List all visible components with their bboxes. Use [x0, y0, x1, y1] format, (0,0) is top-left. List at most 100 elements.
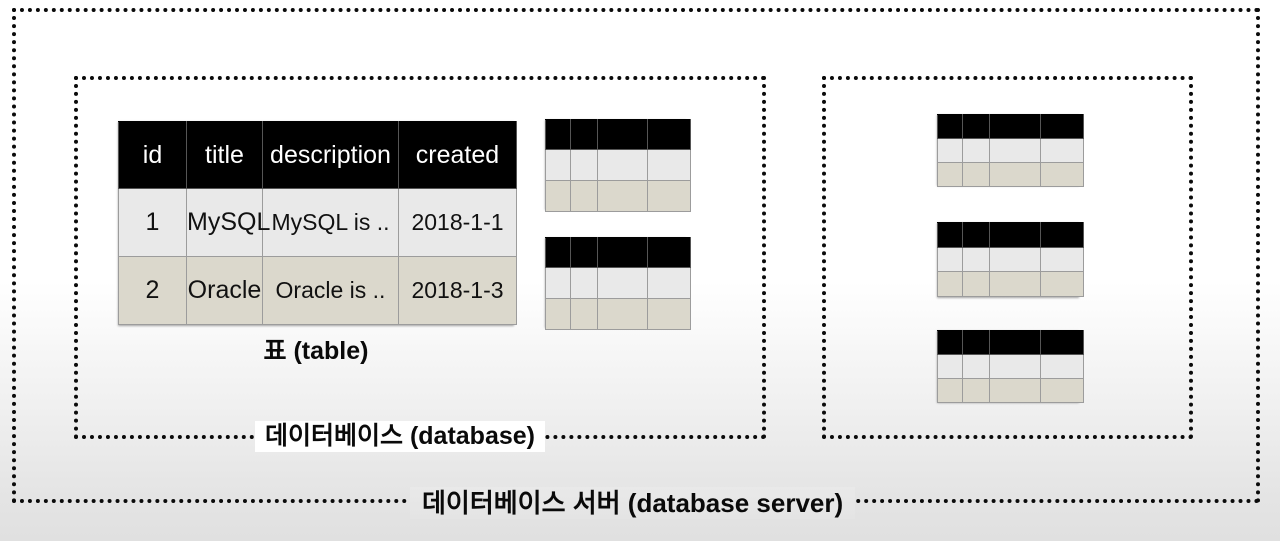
- table-row: [937, 271, 1084, 297]
- table-header-row: [545, 237, 691, 268]
- mini-cell: [1040, 162, 1084, 187]
- cell-description-2: Oracle is ..: [262, 256, 399, 325]
- mini-cell: [937, 271, 963, 297]
- mini-cell: [937, 114, 963, 139]
- mini-cell: [647, 237, 691, 268]
- cell-title-1: MySQL: [186, 188, 270, 257]
- mini-table-grid: [937, 330, 1084, 403]
- mini-cell: [989, 162, 1041, 187]
- mini-cell: [597, 237, 648, 268]
- mini-cell: [647, 267, 691, 299]
- mini-table-grid: [545, 237, 691, 330]
- mini-cell: [962, 246, 990, 273]
- mini-cell: [989, 222, 1041, 248]
- table-row: [937, 246, 1084, 273]
- mini-cell: [597, 267, 648, 299]
- mini-cell: [1040, 138, 1084, 163]
- mini-table-grid: [937, 114, 1084, 187]
- mini-cell: [647, 298, 691, 330]
- table-header-row: [937, 114, 1084, 139]
- mini-cell: [1040, 114, 1084, 139]
- column-header-created: created: [398, 121, 517, 189]
- mini-cell: [989, 114, 1041, 139]
- main-table: id title description created 1 MySQL MyS…: [118, 121, 517, 325]
- mini-cell: [1040, 246, 1084, 273]
- mini-cell: [545, 237, 571, 268]
- mini-cell: [989, 330, 1041, 355]
- mini-cell: [570, 237, 598, 268]
- table-header-row: [545, 119, 691, 150]
- mini-cell: [545, 267, 571, 299]
- table-row: [545, 298, 691, 330]
- table-row: 2 Oracle Oracle is .. 2018-1-3: [118, 256, 517, 325]
- cell-created-1: 2018-1-1: [398, 188, 517, 257]
- table-row: [937, 162, 1084, 187]
- mini-cell: [1040, 330, 1084, 355]
- mini-cell: [545, 298, 571, 330]
- cell-title-2: Oracle: [186, 256, 263, 325]
- table-header-row: [937, 330, 1084, 355]
- table-row: 1 MySQL MySQL is .. 2018-1-1: [118, 188, 517, 257]
- mini-cell: [597, 298, 648, 330]
- mini-table: [937, 114, 1084, 187]
- mini-cell: [989, 246, 1041, 273]
- mini-cell: [962, 114, 990, 139]
- mini-cell: [937, 162, 963, 187]
- mini-cell: [597, 149, 648, 181]
- mini-cell: [647, 119, 691, 150]
- mini-cell: [1040, 378, 1084, 403]
- mini-cell: [937, 222, 963, 248]
- mini-cell: [937, 354, 963, 379]
- cell-created-2: 2018-1-3: [398, 256, 517, 325]
- database-boundary-label: 데이터베이스 (database): [255, 421, 545, 452]
- mini-cell: [647, 180, 691, 212]
- mini-table: [545, 119, 691, 212]
- mini-cell: [937, 330, 963, 355]
- mini-cell: [570, 180, 598, 212]
- mini-cell: [962, 271, 990, 297]
- mini-cell: [570, 298, 598, 330]
- mini-table: [937, 330, 1084, 403]
- mini-cell: [647, 149, 691, 181]
- mini-table: [937, 222, 1084, 297]
- mini-cell: [989, 354, 1041, 379]
- table-row: [937, 138, 1084, 163]
- table-caption: 표 (table): [263, 337, 369, 365]
- mini-cell: [597, 180, 648, 212]
- column-header-title: title: [186, 121, 263, 189]
- cell-id-1: 1: [118, 188, 187, 257]
- mini-cell: [937, 138, 963, 163]
- column-header-id: id: [118, 121, 187, 189]
- mini-cell: [962, 222, 990, 248]
- mini-cell: [962, 162, 990, 187]
- mini-cell: [545, 149, 571, 181]
- mini-cell: [962, 378, 990, 403]
- mini-cell: [1040, 271, 1084, 297]
- mini-cell: [989, 138, 1041, 163]
- table-row: [545, 149, 691, 181]
- mini-cell: [989, 271, 1041, 297]
- mini-cell: [962, 330, 990, 355]
- mini-cell: [962, 138, 990, 163]
- cell-description-1: MySQL is ..: [262, 188, 399, 257]
- mini-cell: [1040, 354, 1084, 379]
- mini-cell: [937, 246, 963, 273]
- mini-cell: [962, 354, 990, 379]
- database-server-boundary-label: 데이터베이스 서버 (database server): [410, 487, 856, 519]
- table-row: [937, 378, 1084, 403]
- mini-cell: [570, 267, 598, 299]
- mini-table-grid: [545, 119, 691, 212]
- mini-cell: [545, 119, 571, 150]
- mini-cell: [570, 119, 598, 150]
- mini-cell: [937, 378, 963, 403]
- column-header-description: description: [262, 121, 399, 189]
- mini-table-grid: [937, 222, 1084, 297]
- main-table-grid: id title description created 1 MySQL MyS…: [118, 121, 517, 325]
- table-row: [545, 267, 691, 299]
- mini-cell: [570, 149, 598, 181]
- mini-cell: [1040, 222, 1084, 248]
- mini-table: [545, 237, 691, 330]
- table-row: [937, 354, 1084, 379]
- table-header-row: id title description created: [118, 121, 517, 189]
